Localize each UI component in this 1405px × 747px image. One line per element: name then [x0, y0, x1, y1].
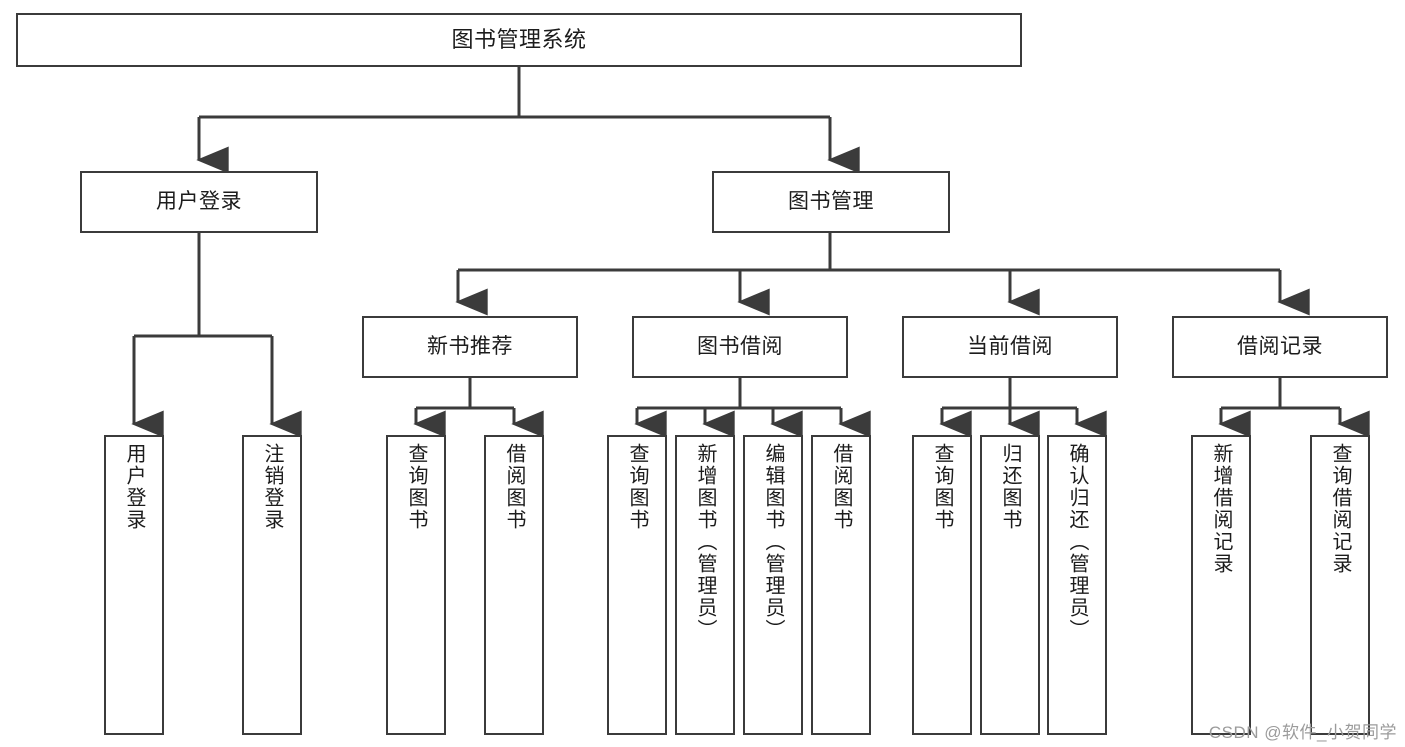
- node-book-management[interactable]: 图书管理: [712, 171, 950, 233]
- watermark: CSDN @软件_小贺同学: [1208, 723, 1397, 742]
- node-label: 归还图书: [999, 443, 1021, 531]
- leaf-borrow-add-book-admin[interactable]: 新增图书（管理员）: [675, 435, 735, 735]
- leaf-user-login[interactable]: 用户登录: [104, 435, 164, 735]
- leaf-borrow-query-book[interactable]: 查询图书: [607, 435, 667, 735]
- leaf-current-return-book[interactable]: 归还图书: [980, 435, 1040, 735]
- leaf-record-add-record[interactable]: 新增借阅记录: [1191, 435, 1251, 735]
- node-label: 用户登录: [156, 189, 242, 213]
- node-borrow-record[interactable]: 借阅记录: [1172, 316, 1388, 378]
- node-label: 新增图书（管理员）: [694, 443, 716, 641]
- node-label: 借阅图书: [830, 443, 852, 531]
- leaf-newbook-borrow-book[interactable]: 借阅图书: [484, 435, 544, 735]
- node-label: 借阅记录: [1237, 334, 1323, 358]
- node-label: 查询图书: [405, 443, 427, 531]
- leaf-newbook-query-book[interactable]: 查询图书: [386, 435, 446, 735]
- node-label: 注销登录: [261, 443, 283, 531]
- leaf-record-query-record[interactable]: 查询借阅记录: [1310, 435, 1370, 735]
- node-label: 查询图书: [626, 443, 648, 531]
- node-label: 用户登录: [123, 443, 145, 531]
- leaf-current-query-book[interactable]: 查询图书: [912, 435, 972, 735]
- node-label: 查询借阅记录: [1329, 443, 1351, 575]
- node-label: 当前借阅: [967, 334, 1053, 358]
- node-new-book-recommend[interactable]: 新书推荐: [362, 316, 578, 378]
- leaf-borrow-borrow-book[interactable]: 借阅图书: [811, 435, 871, 735]
- node-label: 新增借阅记录: [1210, 443, 1232, 575]
- leaf-borrow-edit-book-admin[interactable]: 编辑图书（管理员）: [743, 435, 803, 735]
- node-label: 图书管理: [788, 189, 874, 213]
- node-root[interactable]: 图书管理系统: [16, 13, 1022, 67]
- node-label: 借阅图书: [503, 443, 525, 531]
- node-label: 确认归还（管理员）: [1066, 443, 1088, 641]
- leaf-logout[interactable]: 注销登录: [242, 435, 302, 735]
- node-user-login[interactable]: 用户登录: [80, 171, 318, 233]
- node-label: 图书借阅: [697, 334, 783, 358]
- node-current-borrow[interactable]: 当前借阅: [902, 316, 1118, 378]
- node-label: 查询图书: [931, 443, 953, 531]
- leaf-current-confirm-return-admin[interactable]: 确认归还（管理员）: [1047, 435, 1107, 735]
- node-book-borrow[interactable]: 图书借阅: [632, 316, 848, 378]
- node-label: 新书推荐: [427, 334, 513, 358]
- node-label: 编辑图书（管理员）: [762, 443, 784, 641]
- node-label: 图书管理系统: [451, 27, 587, 53]
